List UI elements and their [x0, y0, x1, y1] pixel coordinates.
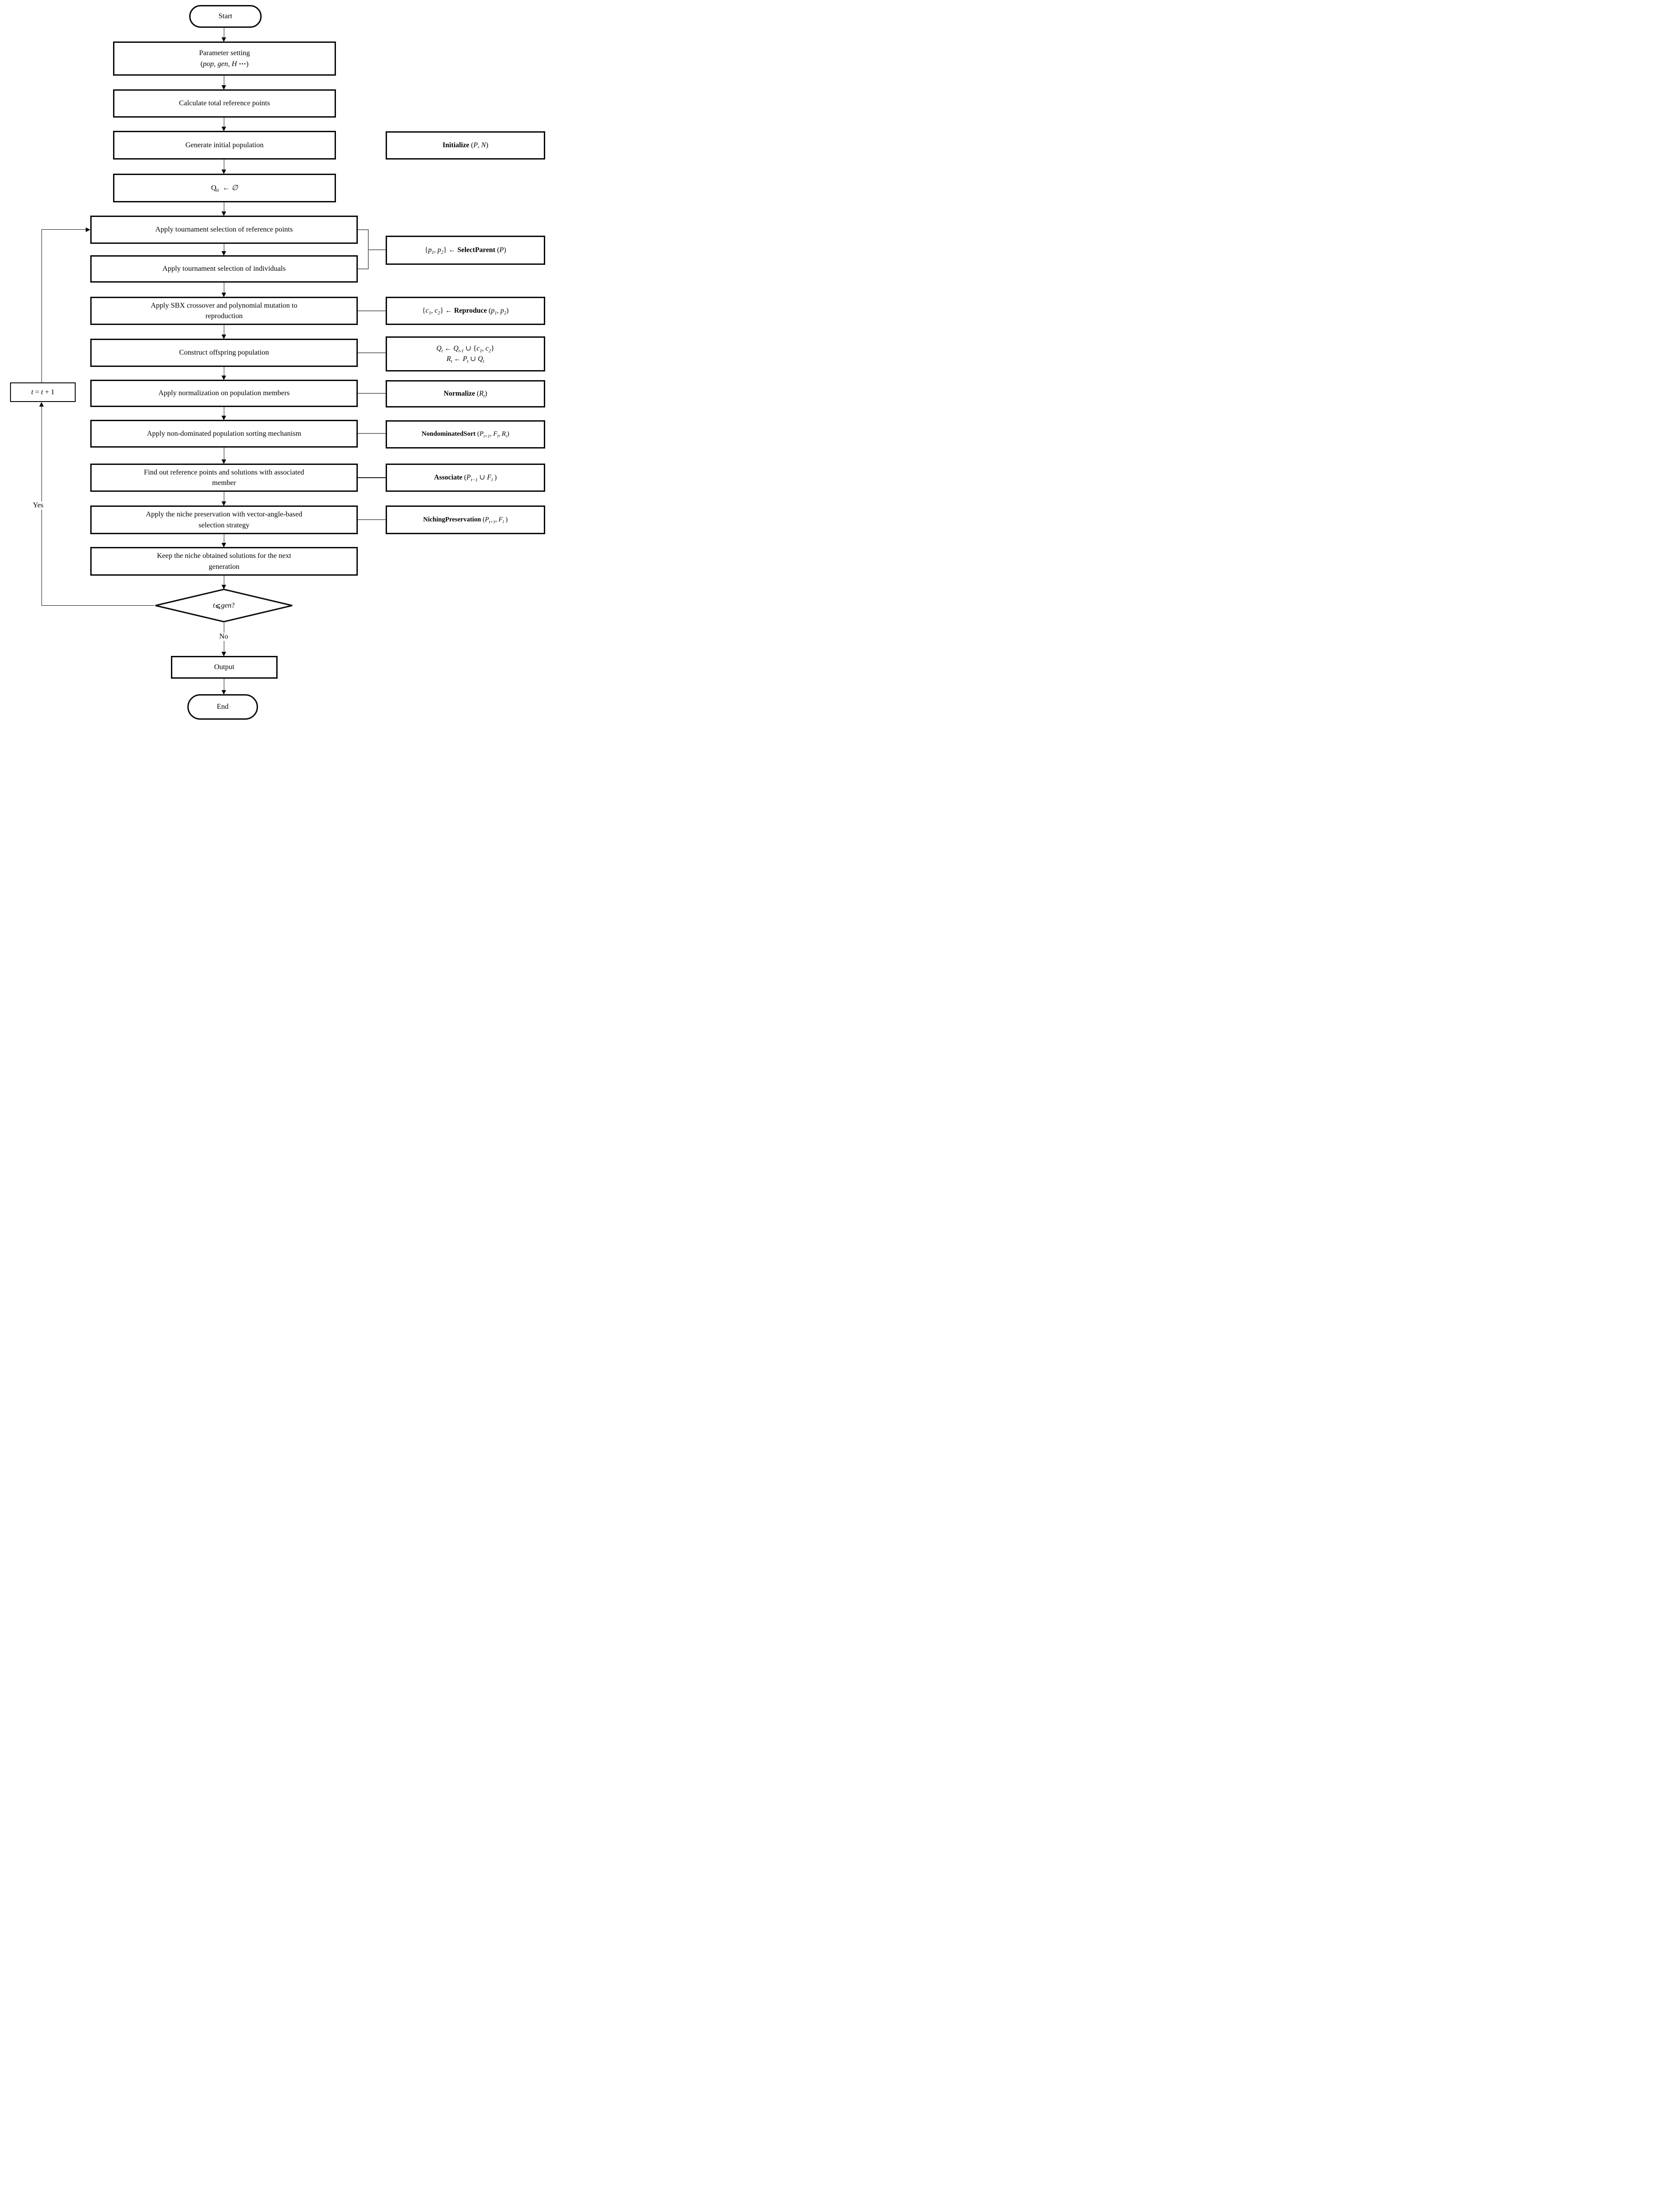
node-tournament-individuals-label: Apply tournament selection of individual… [162, 265, 286, 273]
node-t-increment: t = t + 1 [10, 382, 76, 402]
node-construct-offspring-label: Construct offspring population [179, 349, 269, 357]
node-calculate-reference-points: Calculate total reference points [113, 89, 336, 118]
node-normalize-label: Normalize (Rt) [444, 389, 487, 399]
node-output: Output [171, 656, 278, 679]
arrow-down-icon [222, 293, 226, 297]
node-sbx-crossover-mutation: Apply SBX crossover and polynomial mutat… [90, 297, 358, 325]
node-nichingpreservation: NichingPreservation (Pt+1, Fl ) [386, 505, 545, 534]
node-generate-initial-population-label: Generate initial population [185, 141, 264, 149]
arrow-up-icon [39, 402, 44, 407]
node-q0-empty-set: Q0 ← ∅ [113, 174, 336, 202]
node-initialize: Initialize (P, N) [386, 131, 545, 160]
node-start-label: Start [218, 12, 232, 21]
node-tournament-individuals: Apply tournament selection of individual… [90, 255, 358, 283]
node-tournament-reference-points-label: Apply tournament selection of reference … [155, 226, 293, 234]
node-keep-niche-solutions: Keep the niche obtained solutions for th… [90, 547, 358, 576]
node-reproduce-label: {c1, c2} ← Reproduce (p1, p2) [422, 306, 509, 316]
connector-findout-associate [358, 477, 386, 478]
connector-t2-bracket [358, 268, 368, 269]
node-sbx-crossover-mutation-label: Apply SBX crossover and polynomial mutat… [150, 301, 298, 320]
arrow-down-icon [222, 585, 226, 589]
node-normalize: Normalize (Rt) [386, 380, 545, 407]
node-apply-normalization-label: Apply normalization on population member… [158, 389, 290, 397]
decision-diamond-shape [155, 588, 293, 623]
connector-construct-qt [358, 352, 386, 353]
connector-nondom-nondomsort [358, 433, 386, 434]
node-find-reference-points: Find out reference points and solutions … [90, 464, 358, 492]
node-apply-normalization: Apply normalization on population member… [90, 380, 358, 407]
node-reproduce: {c1, c2} ← Reproduce (p1, p2) [386, 297, 545, 325]
node-selectparent-label: {p1, p2} ← SelectParent (P) [424, 246, 506, 255]
arrow-down-icon [222, 85, 226, 90]
arrow-down-icon [222, 543, 226, 547]
node-niche-preservation-label: Apply the niche preservation with vector… [145, 510, 303, 529]
connector-norm-normalize [358, 393, 386, 394]
node-tournament-reference-points: Apply tournament selection of reference … [90, 216, 358, 244]
arrow-down-icon [222, 211, 226, 216]
node-end-label: End [217, 703, 229, 711]
yes-label: Yes [31, 501, 46, 510]
arrow-down-icon [222, 501, 226, 506]
node-parameter-setting-label: Parameter setting(pop, gen, H ⋯) [199, 49, 250, 68]
node-t-increment-label: t = t + 1 [31, 388, 55, 396]
node-decision-t-le-gen: t ⩽ gen ? [155, 588, 293, 623]
arrow-down-icon [222, 459, 226, 464]
node-qt-rt-update-label: Qt ← Qt-1 ∪ {c1, c2}Rt ← Pt ∪ Qt [436, 345, 495, 364]
connector-bracket-selectparent [368, 249, 386, 250]
node-associate: Associate (Pt−1 ∪ Fl ) [386, 464, 545, 492]
node-decision-label: t ⩽ gen ? [212, 601, 235, 610]
arrow-down-icon [222, 690, 226, 695]
arrow-down-icon [222, 376, 226, 380]
node-nichingpreservation-label: NichingPreservation (Pt+1, Fl ) [423, 516, 508, 525]
arrow-down-icon [222, 251, 226, 256]
node-end: End [187, 694, 258, 720]
connector-sbx-reproduce [358, 310, 386, 311]
node-nondominated-sorting-label: Apply non-dominated population sorting m… [147, 429, 301, 438]
node-selectparent: {p1, p2} ← SelectParent (P) [386, 236, 545, 265]
no-label: No [217, 633, 230, 641]
connector-t1-bracket [358, 229, 368, 230]
connector-niche-nichingpres [358, 519, 386, 520]
arrow-down-icon [222, 170, 226, 174]
node-start: Start [189, 5, 262, 28]
arrow-down-icon [222, 127, 226, 131]
node-nondominatedsort: NondominatedSort (Pt+1, Fl, Rt) [386, 420, 545, 449]
node-generate-initial-population: Generate initial population [113, 131, 336, 160]
node-construct-offspring: Construct offspring population [90, 339, 358, 367]
node-output-label: Output [214, 663, 235, 671]
arrow-down-icon [222, 416, 226, 420]
node-nondominated-sorting: Apply non-dominated population sorting m… [90, 420, 358, 448]
connector-yes-vertical-upper [41, 229, 42, 382]
node-keep-niche-solutions-label: Keep the niche obtained solutions for th… [157, 552, 291, 571]
arrow-right-icon [86, 227, 90, 232]
node-find-reference-points-label: Find out reference points and solutions … [144, 468, 304, 487]
node-nondominatedsort-label: NondominatedSort (Pt+1, Fl, Rt) [421, 430, 510, 439]
arrow-down-icon [222, 37, 226, 42]
arrow-down-icon [222, 335, 226, 339]
node-parameter-setting: Parameter setting(pop, gen, H ⋯) [113, 41, 336, 76]
node-associate-label: Associate (Pt−1 ∪ Fl ) [434, 473, 497, 483]
node-q0-empty-set-label: Q0 ← ∅ [211, 184, 238, 194]
node-niche-preservation: Apply the niche preservation with vector… [90, 505, 358, 534]
node-initialize-label: Initialize (P, N) [442, 141, 489, 149]
flowchart-canvas: Yes No Start Parameter setting(pop, gen,… [0, 0, 547, 724]
arrow-down-icon [222, 652, 226, 656]
node-qt-rt-update: Qt ← Qt-1 ∪ {c1, c2}Rt ← Pt ∪ Qt [386, 336, 545, 371]
connector-decision-yes-horizontal [41, 605, 155, 606]
connector-loop-into-t1 [41, 229, 86, 230]
node-calculate-reference-points-label: Calculate total reference points [179, 99, 270, 108]
